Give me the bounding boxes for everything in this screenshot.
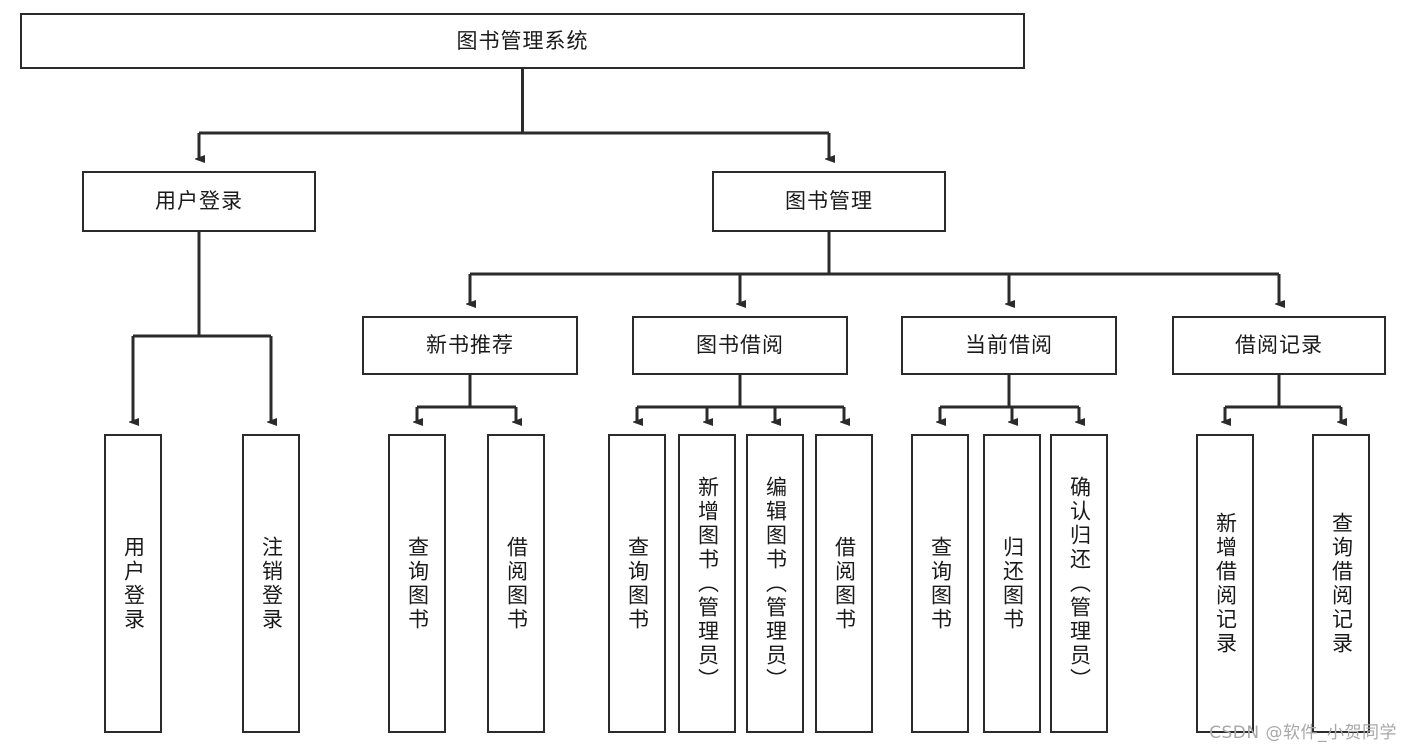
node-user-login[interactable]: 用户登录 — [82, 171, 316, 232]
node-leaf-borrow-book-2-label: 借阅图书 — [832, 535, 857, 632]
node-leaf-return-book-label: 归还图书 — [1000, 535, 1025, 632]
node-leaf-query-record-label: 查询借阅记录 — [1329, 511, 1354, 656]
node-leaf-borrow-book-1-label: 借阅图书 — [504, 535, 529, 632]
node-leaf-borrow-book-2[interactable]: 借阅图书 — [815, 434, 873, 733]
node-leaf-add-book[interactable]: 新增图书（管理员） — [678, 434, 736, 733]
node-book-management-label: 图书管理 — [785, 189, 873, 213]
node-leaf-confirm-return-label: 确认归还（管理员） — [1067, 475, 1092, 692]
node-new-book-recommend[interactable]: 新书推荐 — [362, 316, 578, 375]
node-leaf-user-login-label: 用户登录 — [121, 535, 146, 632]
node-new-book-recommend-label: 新书推荐 — [426, 333, 514, 357]
node-leaf-query-book-1[interactable]: 查询图书 — [388, 434, 446, 733]
node-leaf-borrow-book-1[interactable]: 借阅图书 — [487, 434, 545, 733]
node-book-borrow[interactable]: 图书借阅 — [632, 316, 848, 375]
node-borrow-records-label: 借阅记录 — [1235, 333, 1323, 357]
watermark: CSDN @软件_小贺同学 — [1209, 723, 1397, 743]
node-current-borrow-label: 当前借阅 — [965, 333, 1053, 357]
node-leaf-add-book-label: 新增图书（管理员） — [695, 475, 720, 692]
node-leaf-query-record[interactable]: 查询借阅记录 — [1312, 434, 1370, 733]
node-leaf-query-book-3-label: 查询图书 — [928, 535, 953, 632]
node-leaf-add-record[interactable]: 新增借阅记录 — [1196, 434, 1254, 733]
node-root[interactable]: 图书管理系统 — [20, 13, 1025, 69]
node-user-login-label: 用户登录 — [155, 189, 243, 213]
node-leaf-query-book-2[interactable]: 查询图书 — [608, 434, 666, 733]
node-leaf-query-book-1-label: 查询图书 — [405, 535, 430, 632]
node-leaf-edit-book-label: 编辑图书（管理员） — [763, 475, 788, 692]
node-book-borrow-label: 图书借阅 — [696, 333, 784, 357]
node-leaf-return-book[interactable]: 归还图书 — [983, 434, 1041, 733]
node-borrow-records[interactable]: 借阅记录 — [1172, 316, 1386, 375]
node-leaf-logout[interactable]: 注销登录 — [242, 434, 300, 733]
node-leaf-logout-label: 注销登录 — [259, 535, 284, 632]
node-current-borrow[interactable]: 当前借阅 — [901, 316, 1117, 375]
node-book-management[interactable]: 图书管理 — [712, 171, 946, 232]
node-leaf-query-book-3[interactable]: 查询图书 — [911, 434, 969, 733]
node-leaf-query-book-2-label: 查询图书 — [625, 535, 650, 632]
node-leaf-edit-book[interactable]: 编辑图书（管理员） — [746, 434, 804, 733]
node-leaf-user-login[interactable]: 用户登录 — [104, 434, 162, 733]
node-leaf-confirm-return[interactable]: 确认归还（管理员） — [1050, 434, 1108, 733]
node-root-label: 图书管理系统 — [456, 28, 589, 53]
node-leaf-add-record-label: 新增借阅记录 — [1213, 511, 1238, 656]
